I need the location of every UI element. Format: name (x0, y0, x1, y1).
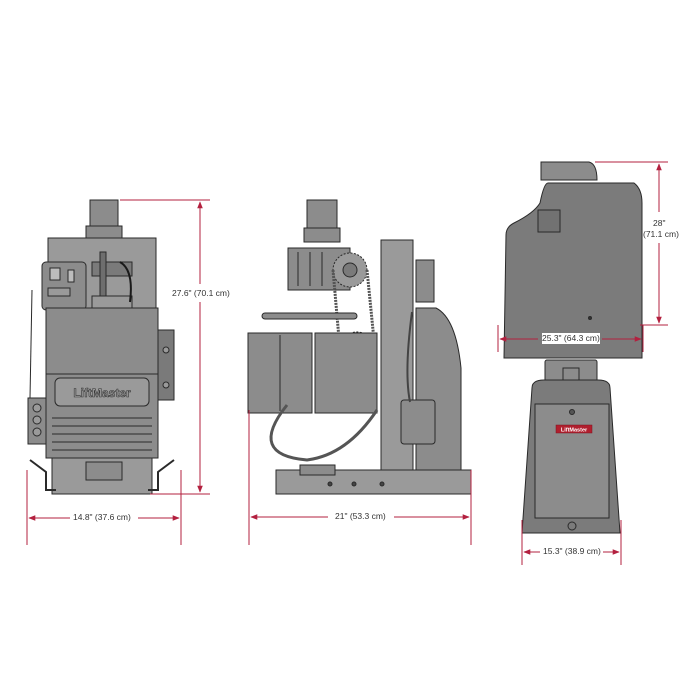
front-logo-text: LiftMaster (73, 386, 131, 400)
cover-side-height-label-line2: (71.1 cm) (643, 229, 679, 240)
front-height-dimension (120, 199, 210, 495)
cover-side-height-dimension (595, 161, 668, 326)
cover-front-width-label: 15.3" (38.9 cm) (543, 546, 601, 557)
side-width-label: 21" (53.3 cm) (335, 511, 386, 522)
cover-side-height-label-line1: 28" (653, 218, 666, 229)
cover-front-view (521, 359, 621, 534)
side-width-dimension (248, 410, 472, 545)
front-width-dimension (26, 470, 182, 545)
cover-side-view (503, 161, 643, 359)
front-width-label: 14.8" (37.6 cm) (73, 512, 131, 523)
cover-side-width-label: 25.3" (64.3 cm) (542, 333, 600, 344)
cover-front-width-dimension (521, 520, 622, 565)
cover-side-width-dimension (497, 325, 644, 352)
cover-badge-text: LiftMaster (561, 428, 588, 434)
side-view-operator (247, 199, 472, 495)
front-height-label: 27.6" (70.1 cm) (172, 288, 230, 299)
front-view-operator (27, 199, 175, 495)
